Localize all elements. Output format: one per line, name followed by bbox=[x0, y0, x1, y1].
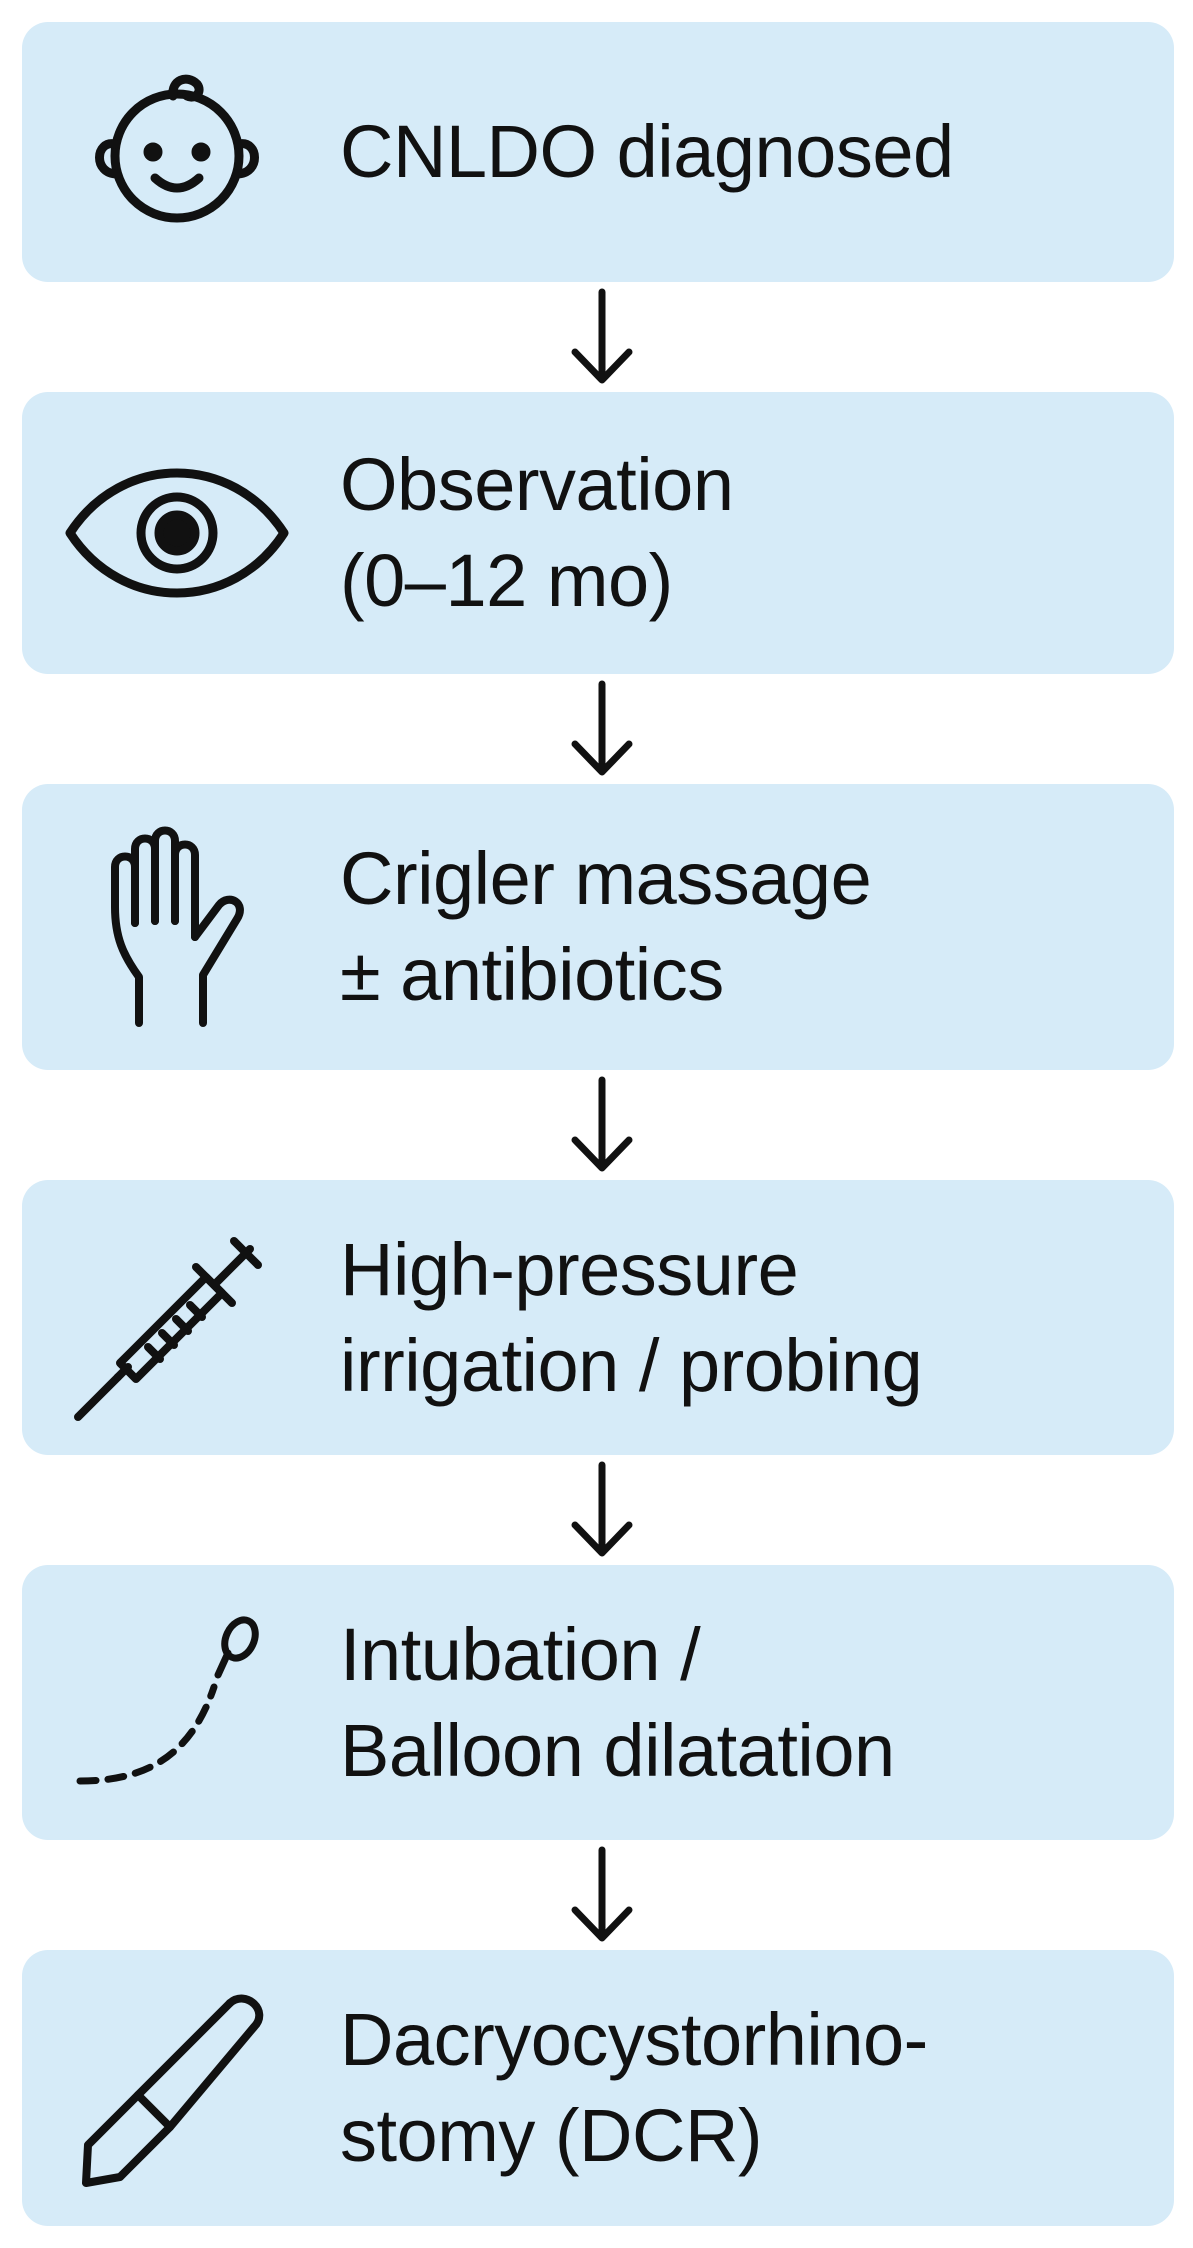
step-label: Intubation / Balloon dilatation bbox=[340, 1607, 895, 1799]
step-crigler-massage: Crigler massage ± antibiotics bbox=[22, 784, 1174, 1070]
step-label: Dacryocystorhino- stomy (DCR) bbox=[340, 1992, 928, 2184]
hand-icon bbox=[62, 822, 292, 1032]
step-label-line: irrigation / probing bbox=[340, 1323, 923, 1407]
step-intubation: Intubation / Balloon dilatation bbox=[22, 1565, 1174, 1840]
step-label-line: Balloon dilatation bbox=[340, 1708, 895, 1792]
syringe-icon bbox=[62, 1213, 292, 1423]
probe-tube-icon bbox=[62, 1598, 292, 1808]
arrow-down-icon bbox=[567, 282, 637, 392]
baby-face-icon bbox=[62, 47, 292, 257]
step-label: CNLDO diagnosed bbox=[340, 104, 954, 200]
scalpel-icon bbox=[62, 1983, 292, 2193]
eye-icon bbox=[62, 428, 292, 638]
step-label: High-pressure irrigation / probing bbox=[340, 1222, 923, 1414]
step-label-line: Observation bbox=[340, 443, 734, 526]
step-label: Observation (0–12 mo) bbox=[340, 437, 734, 629]
arrow-down-icon bbox=[567, 1070, 637, 1180]
step-label-line: Crigler massage bbox=[340, 837, 872, 920]
arrow-down-icon bbox=[567, 1455, 637, 1565]
step-label: Crigler massage ± antibiotics bbox=[340, 831, 872, 1023]
step-label-line: CNLDO diagnosed bbox=[340, 110, 954, 193]
arrow-down-icon bbox=[567, 1840, 637, 1950]
step-label-line: High-pressure bbox=[340, 1227, 799, 1311]
step-label-line: (0–12 mo) bbox=[340, 539, 673, 622]
step-label-line: Dacryocystorhino- bbox=[340, 1998, 928, 2081]
step-high-pressure-irrigation: High-pressure irrigation / probing bbox=[22, 1180, 1174, 1455]
step-label-line: Intubation / bbox=[340, 1612, 701, 1696]
step-label-line: ± antibiotics bbox=[340, 933, 724, 1016]
step-label-line: stomy (DCR) bbox=[340, 2094, 763, 2177]
step-observation: Observation (0–12 mo) bbox=[22, 392, 1174, 674]
arrow-down-icon bbox=[567, 674, 637, 784]
step-cnldo-diagnosed: CNLDO diagnosed bbox=[22, 22, 1174, 282]
step-dcr: Dacryocystorhino- stomy (DCR) bbox=[22, 1950, 1174, 2226]
